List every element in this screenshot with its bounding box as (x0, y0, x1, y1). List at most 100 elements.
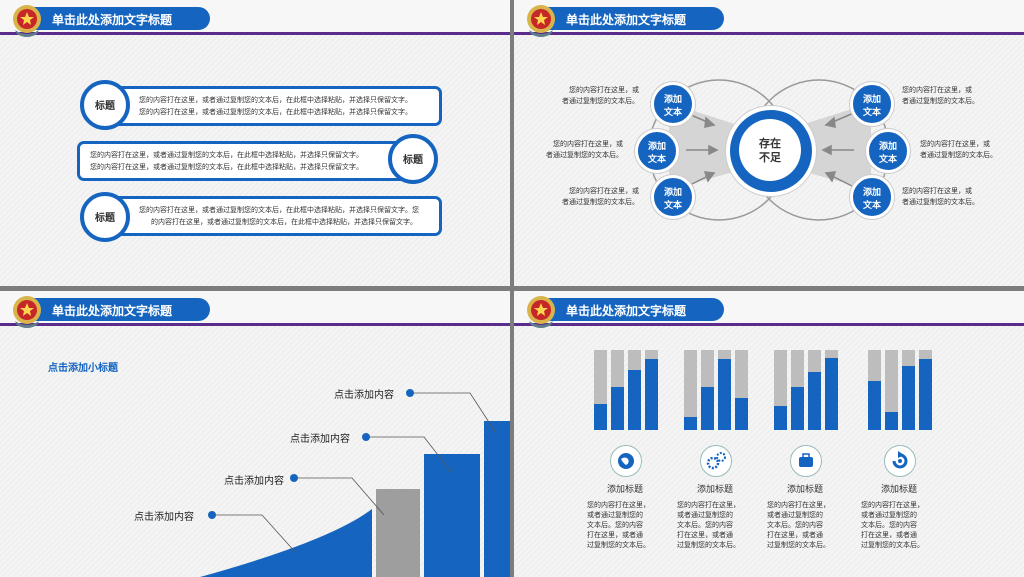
content-card: 您的内容打在这里，或者通过复制您的文本后，在此框中选择粘贴，并选择只保留文字。 … (96, 86, 442, 126)
card-text: 您的内容打在这里，或者通过复制您的文本后，在此框中选择粘贴，并选择只保留文字。 (90, 163, 363, 171)
node-circle[interactable]: 添加 文本 (866, 129, 910, 173)
title-pill[interactable]: 单击此处添加文字标题 (20, 7, 210, 30)
card-text: 您的内容打在这里，或者通过复制您的文本后，在此框中选择粘贴，并选择只保留文字。 (139, 108, 412, 116)
bar-value (735, 398, 748, 430)
center-label-2: 不足 (759, 151, 781, 164)
node-label: 添加 (663, 95, 682, 105)
node-circle[interactable]: 添加 文本 (850, 82, 894, 126)
node-label: 添加 (862, 95, 881, 105)
body-line: 或者通过复制您的 (587, 511, 643, 519)
bar-value (718, 359, 731, 430)
node-label: 文本 (862, 201, 881, 211)
bar-value (919, 359, 932, 430)
slide-1[interactable]: 单击此处添加文字标题 您的内容打在这里，或者通过复制您的文本后，在此框中选择粘贴… (0, 0, 510, 286)
node-label: 文本 (878, 155, 897, 165)
body-line: 文本后。您的内容 (587, 521, 643, 529)
slide-title[interactable]: 单击此处添加文字标题 (566, 13, 687, 27)
globe-icon[interactable] (610, 445, 642, 477)
group-body: 您的内容打在这里，或者通过复制您的文本后。您的内容打在这里，或者通过复制您的文本… (861, 500, 931, 550)
content-label[interactable]: 点击添加内容 (134, 512, 194, 523)
title-pill[interactable]: 单击此处添加文字标题 (20, 298, 210, 321)
center-inner: 存在 不足 (739, 119, 801, 181)
slide-header: 单击此处添加文字标题 (514, 291, 1024, 328)
body-line: 您的内容打在这里， (587, 501, 650, 509)
body-line: 打在这里，或者通 (677, 531, 733, 539)
bar-value (628, 370, 641, 430)
node-label: 文本 (647, 155, 666, 165)
title-badge[interactable]: 标题 (80, 80, 130, 130)
node-text: 您的内容打在这里，或者通过复制您的文本后。 (554, 186, 639, 208)
title-badge[interactable]: 标题 (388, 134, 438, 184)
body-line: 您的内容打在这里， (677, 501, 740, 509)
slide-header: 单击此处添加文字标题 (514, 0, 1024, 37)
body-line: 您的内容打在这里， (767, 501, 830, 509)
subtitle[interactable]: 点击添加小标题 (48, 363, 118, 374)
text-line: 您的内容打在这里，或 (569, 187, 639, 195)
bar-track (684, 350, 697, 430)
body-line: 文本后。您的内容 (861, 521, 917, 529)
emblem-icon (527, 5, 555, 37)
emblem-icon (13, 5, 41, 37)
bar-value (645, 359, 658, 430)
bar-value (808, 372, 821, 430)
node-circle[interactable]: 添加 文本 (651, 82, 695, 126)
body-line: 或者通过复制您的 (861, 511, 917, 519)
group-title[interactable]: 添加标题 (697, 485, 734, 495)
slide-header: 单击此处添加文字标题 (0, 0, 510, 37)
node-circle[interactable]: 添加 文本 (850, 175, 894, 219)
growth-curve (200, 389, 510, 577)
badge-label: 标题 (403, 155, 423, 166)
content-label[interactable]: 点击添加内容 (224, 476, 284, 487)
slide-3[interactable]: 单击此处添加文字标题 点击添加小标题 点击添加内容 点击添加内容 点击添加内容 … (0, 291, 510, 577)
node-text: 您的内容打在这里，或者通过复制您的文本后。 (902, 186, 992, 208)
slide-title[interactable]: 单击此处添加文字标题 (566, 304, 687, 318)
node-label: 文本 (663, 201, 682, 211)
node-circle[interactable]: 添加 文本 (635, 129, 679, 173)
node-label: 添加 (647, 142, 666, 152)
slide-2[interactable]: 单击此处添加文字标题 存在 存在 不足 添加 文本 添加 文本 (514, 0, 1024, 286)
body-line: 打在这里，或者通 (767, 531, 823, 539)
slide-title[interactable]: 单击此处添加文字标题 (52, 13, 173, 27)
bar-value (902, 366, 915, 430)
bar-value (701, 387, 714, 430)
bar-value (868, 381, 881, 430)
badge-label: 标题 (95, 213, 115, 224)
title-pill[interactable]: 单击此处添加文字标题 (534, 298, 724, 321)
bar-value (825, 358, 838, 430)
group-title[interactable]: 添加标题 (787, 485, 824, 495)
bar-value (791, 387, 804, 430)
content-label[interactable]: 点击添加内容 (334, 390, 394, 401)
briefcase-icon[interactable] (790, 445, 822, 477)
node-label: 文本 (862, 108, 881, 118)
node-text: 您的内容打在这里，或者通过复制您的文本后。 (902, 85, 992, 107)
group-title[interactable]: 添加标题 (881, 485, 918, 495)
title-pill[interactable]: 单击此处添加文字标题 (534, 7, 724, 30)
slide-title[interactable]: 单击此处添加文字标题 (52, 304, 173, 318)
body-line: 打在这里，或者通 (861, 531, 917, 539)
body-line: 打在这里，或者通 (587, 531, 643, 539)
bar-value (594, 404, 607, 430)
group-body: 您的内容打在这里，或者通过复制您的文本后。您的内容打在这里，或者通过复制您的文本… (767, 500, 837, 550)
group-title[interactable]: 添加标题 (607, 485, 644, 495)
body-line: 您的内容打在这里， (861, 501, 924, 509)
card-text: 您的内容打在这里，或者通过复制您的文本后，在此框中选择粘贴，并选择只保留文字。 (90, 151, 363, 159)
center-label-1: 存在 (759, 137, 781, 150)
bar-value (885, 412, 898, 430)
body-line: 过复制您的文本后。 (767, 541, 830, 549)
slide-header: 单击此处添加文字标题 (0, 291, 510, 328)
content-card: 您的内容打在这里，或者通过复制您的文本后，在此框中选择粘贴，并选择只保留文字。您… (96, 196, 442, 236)
body-line: 文本后。您的内容 (677, 521, 733, 529)
text-line: 者通过复制您的文本后。 (546, 151, 623, 159)
header-line (514, 32, 1024, 35)
content-label[interactable]: 点击添加内容 (290, 434, 350, 445)
slide-4[interactable]: 单击此处添加文字标题 添加标题 添加标题 添加标题 添加标题 您的内容打在这里，… (514, 291, 1024, 577)
node-label: 添加 (862, 188, 881, 198)
body-line: 或者通过复制您的 (767, 511, 823, 519)
node-text: 您的内容打在这里，或者通过复制您的文本后。 (920, 139, 1010, 161)
bar-value (611, 387, 624, 430)
node-text: 您的内容打在这里，或者通过复制您的文本后。 (554, 85, 639, 107)
node-circle[interactable]: 添加 文本 (651, 175, 695, 219)
gears-icon[interactable] (700, 445, 732, 477)
title-badge[interactable]: 标题 (80, 192, 130, 242)
refresh-icon[interactable] (884, 445, 916, 477)
